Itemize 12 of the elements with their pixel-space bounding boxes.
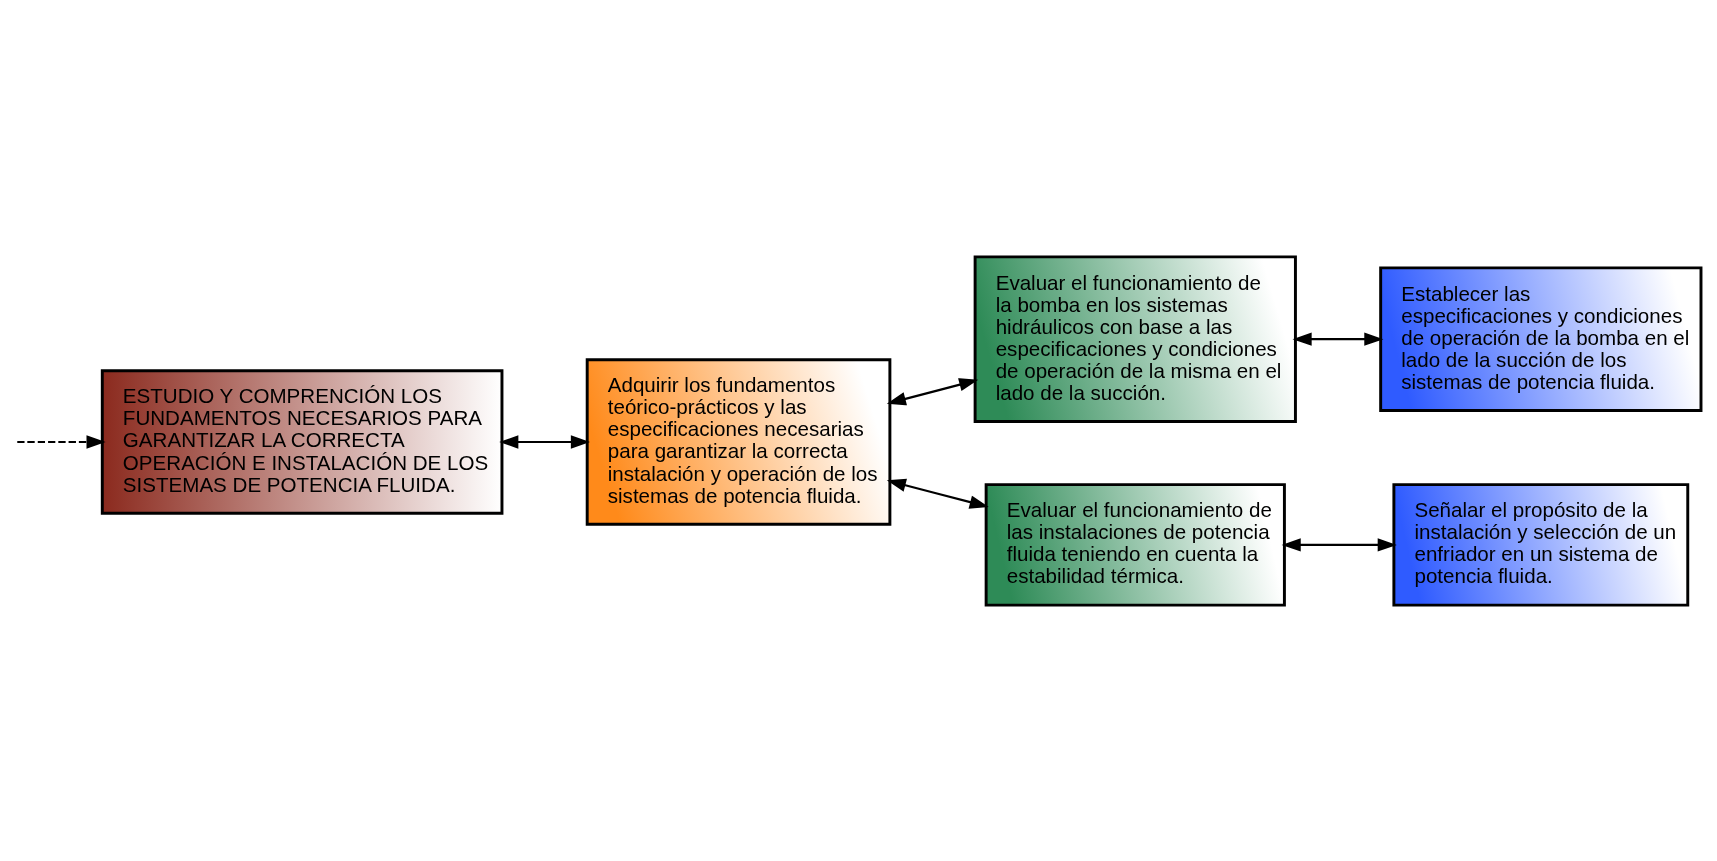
arrow: [1292, 331, 1384, 346]
node-box: Señalar el propósito de la instalación y selección de un enfriador en un sistema de potencia fluida.: [1392, 482, 1690, 607]
arrow: [17, 434, 106, 449]
node-box: Establecer las especificaciones y condiciones de operación de la bomba en el lado de la succión de los sistemas de potencia fluida.: [1379, 265, 1703, 412]
node-box: ESTUDIO Y COMPRENCIÓN LOS FUNDAMENTOS NECESARIOS PARA GARANTIZAR LA CORRECTA OPERACIÓN E INSTALACIÓN DE LOS SISTEMAS DE POTENCIA FLUIDA.: [100, 368, 504, 515]
arrow: [499, 434, 590, 449]
arrow: [1281, 537, 1397, 552]
arrow: [886, 377, 979, 405]
node-box: Adquirir los fundamentos teórico-prácticos y las especificaciones necesarias para garantizar la correcta instalación y operación de los sistemas de potencia fluida.: [585, 357, 892, 526]
arrow: [886, 478, 989, 509]
node-box: Evaluar el funcionamiento de la bomba en los sistemas hidráulicos con base a las especificaciones y condiciones de operación de la misma en el lado de la succión.: [973, 254, 1297, 423]
node-box: Evaluar el funcionamiento de las instalaciones de potencia fluida teniendo en cuenta la estabilidad térmica.: [984, 482, 1286, 607]
